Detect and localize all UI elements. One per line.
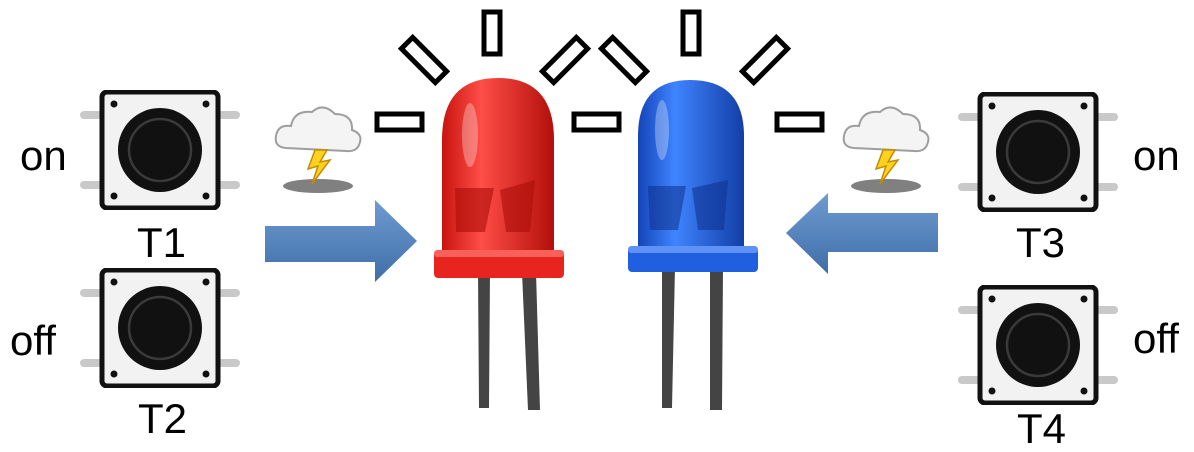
on-label-left: on (20, 132, 67, 179)
blue-led-icon (628, 80, 758, 410)
light-rays-blue (597, 9, 825, 133)
light-ray-icon (738, 33, 792, 87)
off-label-right: off (1133, 315, 1179, 362)
light-rays-red (374, 9, 622, 133)
arrow-right-icon (265, 200, 417, 282)
on-label-right: on (1133, 132, 1180, 179)
push-button-t1 (80, 92, 240, 208)
t4-label: T4 (1017, 405, 1067, 452)
red-led-icon (434, 78, 564, 410)
t3-label: T3 (1016, 219, 1066, 266)
light-ray-icon (397, 33, 451, 87)
arrow-left-icon (786, 193, 938, 274)
light-ray-icon (481, 9, 503, 57)
light-ray-icon (774, 111, 825, 133)
t1-label: T1 (137, 219, 187, 266)
light-ray-icon (680, 9, 702, 57)
t2-label: T2 (138, 395, 188, 442)
light-ray-icon (538, 33, 592, 87)
off-label-left: off (10, 317, 56, 364)
thunder-cloud-icon (274, 106, 362, 194)
thunder-cloud-icon (842, 106, 930, 194)
light-ray-icon (374, 111, 425, 133)
light-ray-icon (597, 33, 651, 87)
push-button-t4 (958, 287, 1118, 403)
push-button-t2 (80, 270, 240, 386)
push-button-t3 (958, 94, 1118, 210)
light-ray-icon (571, 111, 622, 133)
